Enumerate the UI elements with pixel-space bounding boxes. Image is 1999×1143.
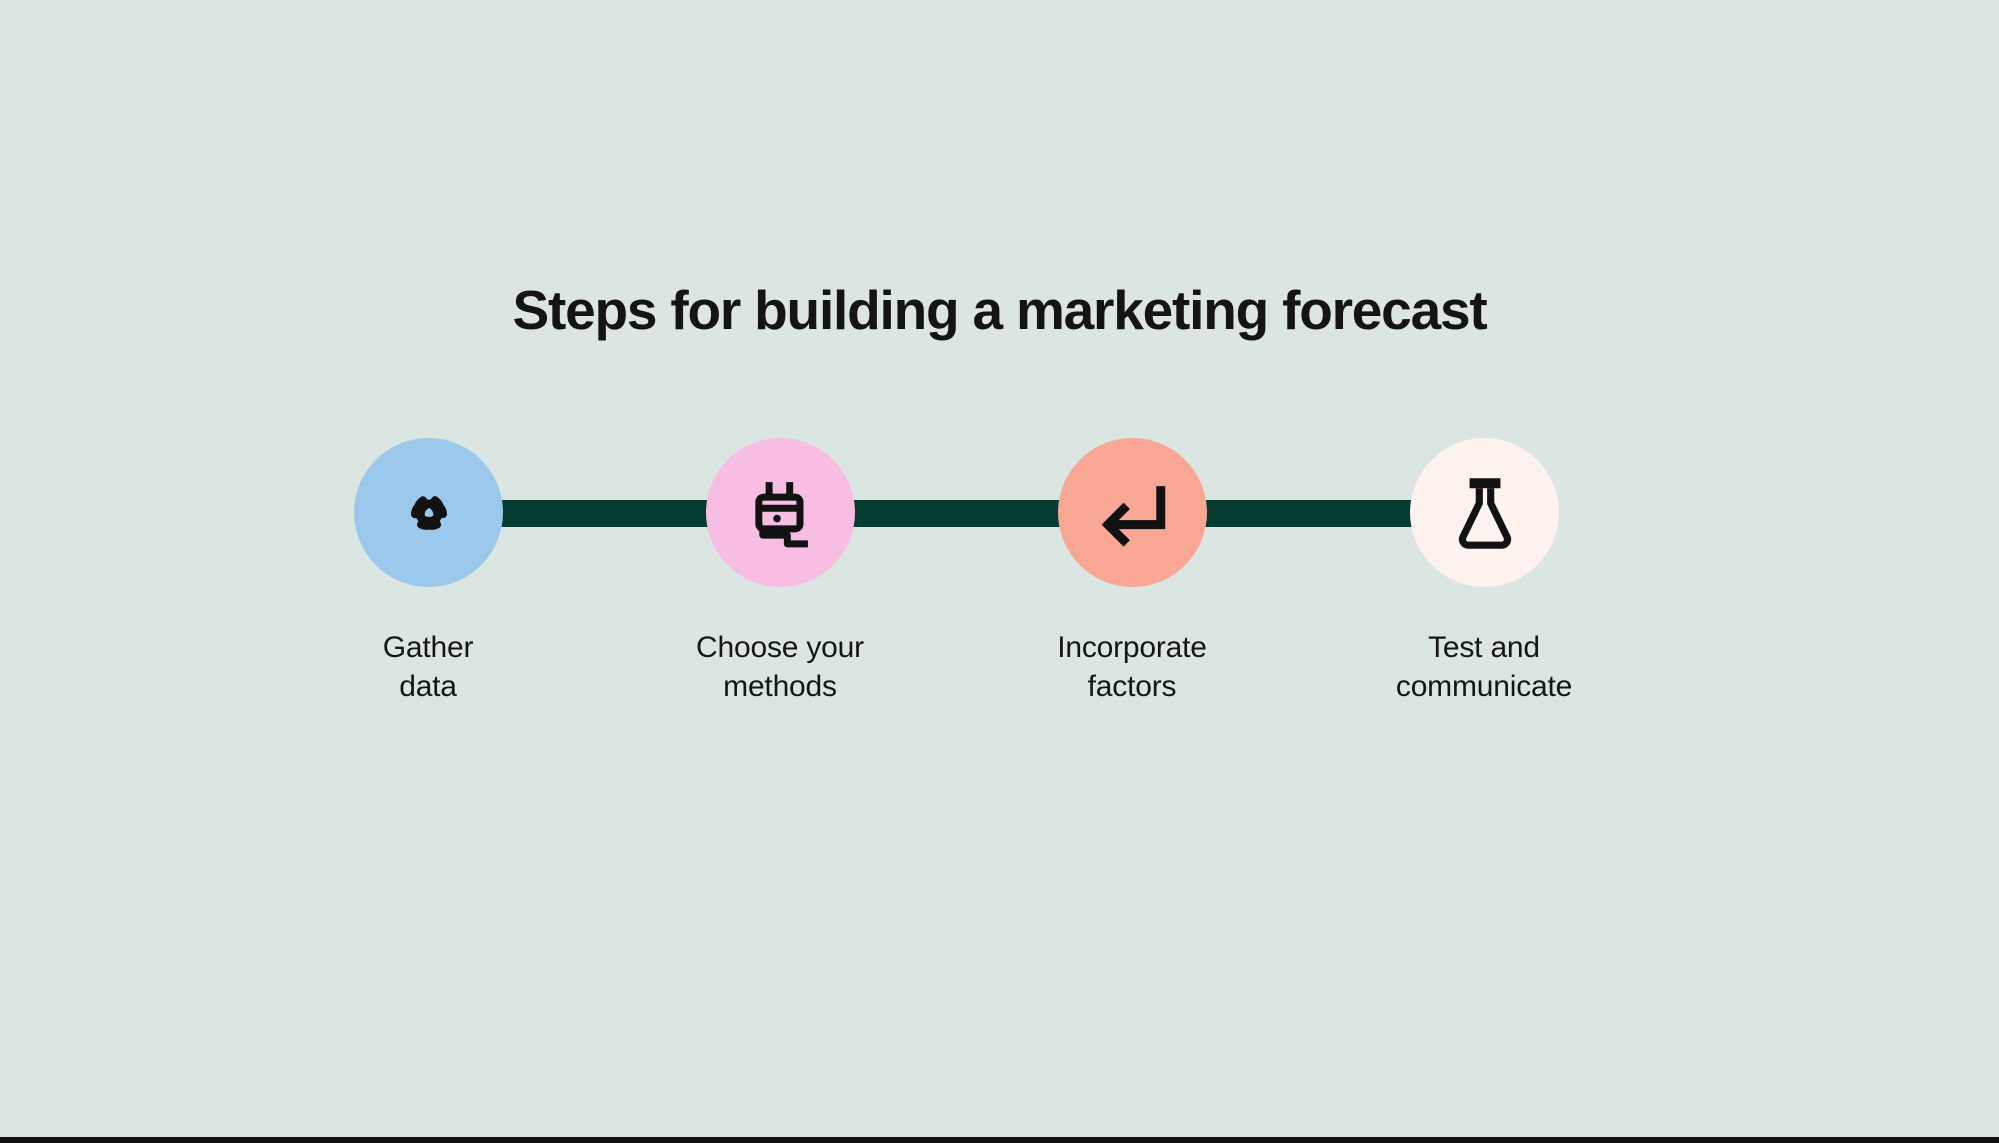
step-circle-choose-methods	[706, 438, 855, 587]
step-label-line: Choose your	[696, 631, 864, 664]
step-label-gather-data: Gather data	[268, 628, 588, 706]
step-circle-incorporate-factors	[1058, 438, 1207, 587]
step-label-incorporate-factors: Incorporate factors	[972, 628, 1292, 706]
step-label-line: communicate	[1395, 670, 1573, 703]
return-arrow-icon	[1090, 470, 1176, 556]
step-label-line: Gather	[382, 631, 474, 664]
page-title: Steps for building a marketing forecast	[512, 279, 1488, 341]
step-label-line: data	[399, 670, 457, 703]
plug-icon	[743, 475, 819, 551]
step-label-line: methods	[723, 670, 837, 703]
step-label-line: Test and	[1428, 631, 1540, 664]
step-circle-gather-data	[354, 438, 503, 587]
step-label-line: Incorporate	[1057, 631, 1207, 664]
lab-flask-icon	[1446, 474, 1524, 552]
step-label-choose-methods: Choose your methods	[620, 628, 940, 706]
data-hub-icon	[385, 469, 473, 557]
bottom-edge-strip	[0, 1137, 1999, 1143]
step-connector-line	[428, 500, 1484, 527]
step-label-line: factors	[1087, 670, 1177, 703]
step-label-test-communicate: Test and communicate	[1324, 628, 1644, 706]
step-circle-test-communicate	[1410, 438, 1559, 587]
